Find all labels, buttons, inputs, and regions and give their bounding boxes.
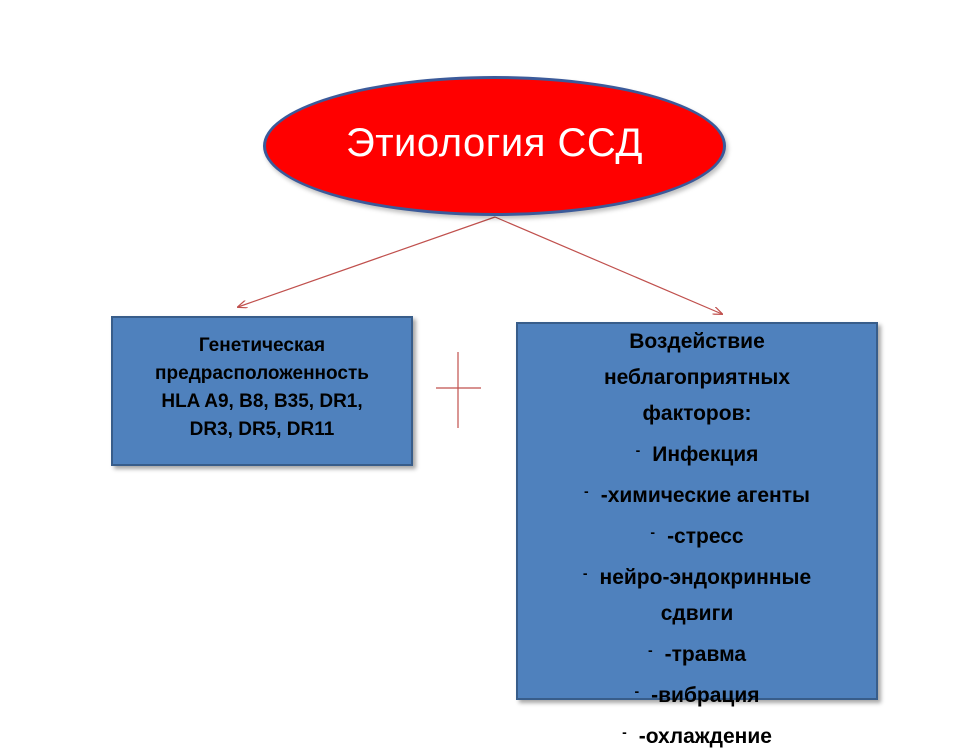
etiology-ellipse: Этиология ССД — [263, 76, 726, 216]
plus-icon — [436, 352, 481, 428]
dash-bullet-icon: - — [635, 442, 641, 458]
factors-heading-line: неблагоприятных — [603, 366, 791, 389]
genetic-line: HLA A9, B8, B35, DR1, — [161, 391, 363, 412]
arrow-to-genetic — [238, 216, 496, 307]
list-item: --вибрация — [634, 683, 760, 707]
diagram-canvas: Этиология ССД Генетическая предрасположе… — [0, 76, 960, 748]
list-item-continuation: сдвиги — [660, 602, 734, 625]
genetic-line: DR3, DR5, DR11 — [189, 419, 335, 440]
factors-heading-line: Воздействие — [629, 330, 765, 353]
connectors — [0, 216, 960, 428]
list-item: --травма — [647, 642, 747, 666]
dash-bullet-icon: - — [650, 524, 656, 540]
list-item: --стресс — [650, 524, 744, 548]
genetic-line: Генетическая — [198, 335, 326, 356]
dash-bullet-icon: - — [582, 565, 588, 581]
genetic-factors-box: Генетическая предрасположенность HLA A9,… — [111, 316, 413, 466]
factors-heading-line: факторов: — [642, 402, 752, 425]
dash-bullet-icon: - — [647, 642, 653, 658]
diagram-title: Этиология ССД — [345, 120, 643, 165]
dash-bullet-icon: - — [622, 724, 627, 740]
list-item: --охлаждение — [622, 724, 772, 748]
genetic-line: предрасположенность — [155, 363, 369, 384]
list-item: -нейро-эндокринные — [582, 565, 812, 589]
list-item: --химические агенты — [584, 483, 810, 507]
list-item: -Инфекция — [635, 442, 759, 466]
dash-bullet-icon: - — [634, 683, 640, 699]
dash-bullet-icon: - — [584, 483, 589, 499]
environmental-factors-box: Воздействие неблагоприятных факторов: -И… — [516, 322, 878, 748]
arrow-to-factors — [494, 216, 722, 314]
